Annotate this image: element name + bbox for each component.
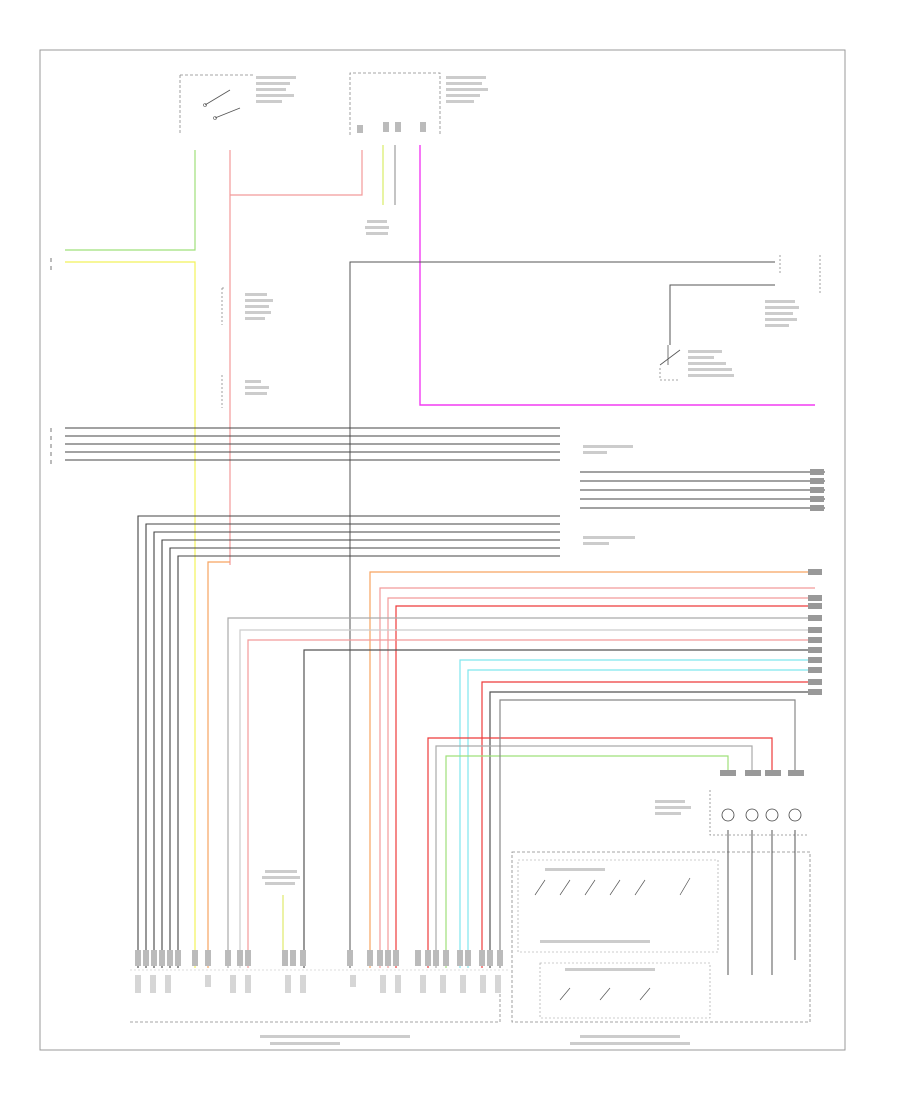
wire-pink-to-sensor [230,150,363,196]
middle-bus-lines [137,515,560,968]
switch-module-box [511,830,811,1045]
wire-magenta [419,145,815,406]
ground-label-block [365,220,389,235]
left-bus-lines [65,427,560,461]
top-sensor-component [349,72,488,135]
sensor-feed-wires [427,699,796,968]
left-bus-label [583,445,633,454]
middle-bus-label [583,536,635,545]
right-bus-lines [580,471,825,509]
wire-dark-switch [669,284,775,345]
wire-dark-long [349,261,775,968]
wire-orange-left [207,561,230,968]
fuse-block [221,287,273,325]
right-top-switch [765,255,821,327]
diagram-frame [39,49,846,1051]
left-edge-labels [50,258,52,464]
right-connector-tags [808,469,824,695]
top-switch-component [179,74,296,133]
sensor-connector [655,770,808,836]
ground-switch [659,345,734,381]
right-colored-wires [227,571,815,968]
main-connector-block [130,870,510,1045]
fuse-block-2 [221,375,269,408]
wire-yellow [65,261,196,968]
wire-green-top [65,150,196,251]
